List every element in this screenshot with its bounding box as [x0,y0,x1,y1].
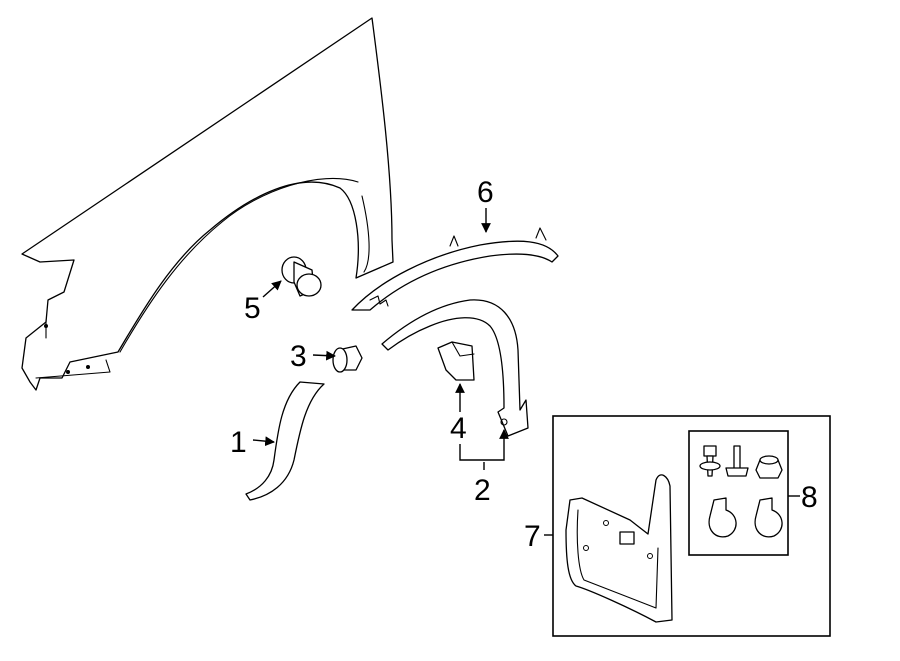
push-pin-retainer-part-5 [281,256,322,297]
hardware-part-8 [699,445,783,538]
front-fender [21,17,394,391]
screw-icon [699,445,721,477]
bolt-icon [725,445,749,477]
callout-2: 2 [474,474,491,507]
liner-strip-part-1 [245,381,325,501]
callout-5: 5 [244,292,261,325]
clip-part-4 [437,341,475,381]
nut-icon [755,455,783,479]
callout-7: 7 [524,520,541,553]
clip-part-3 [332,345,363,373]
callout-8: 8 [801,481,818,514]
clamp-icon [708,497,737,538]
leader-lines [252,208,800,536]
molding-part-6 [351,227,559,311]
clamp-icon [754,497,783,538]
callout-6: 6 [477,176,494,209]
callout-4: 4 [450,412,467,445]
callout-3: 3 [290,340,307,373]
molding-part-2 [381,299,529,437]
callout-1: 1 [230,426,247,459]
mud-guard-part-7 [565,474,673,623]
